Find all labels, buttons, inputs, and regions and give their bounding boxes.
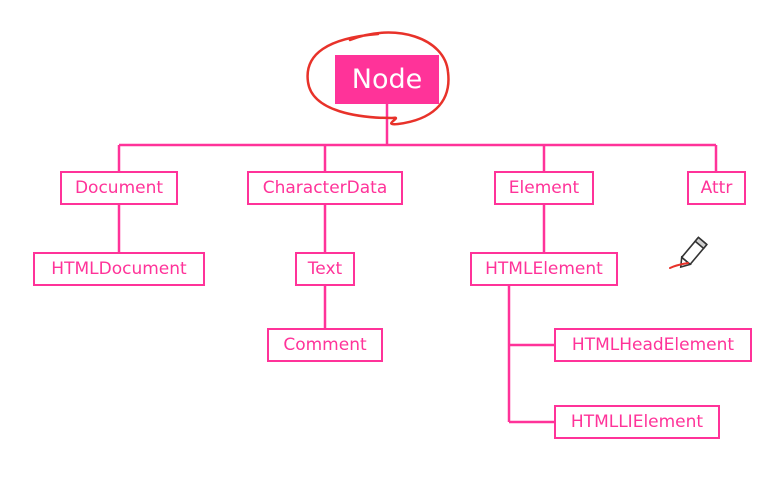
node-box-characterdata: CharacterData	[247, 171, 403, 205]
node-label: Text	[307, 259, 343, 279]
node-box-htmldocument: HTMLDocument	[33, 252, 205, 286]
node-box-document: Document	[60, 171, 178, 205]
node-label: HTMLHeadElement	[571, 335, 735, 355]
pen-cursor-icon	[669, 236, 708, 269]
node-box-node: Node	[335, 55, 439, 104]
node-label: Attr	[700, 178, 733, 198]
node-box-element: Element	[494, 171, 594, 205]
node-label: HTMLLIElement	[570, 412, 704, 432]
node-label: HTMLDocument	[51, 259, 187, 279]
node-label: Comment	[283, 335, 367, 355]
node-box-attr: Attr	[687, 171, 746, 205]
node-label: CharacterData	[262, 178, 388, 198]
node-label: Element	[508, 178, 580, 198]
node-label: Document	[74, 178, 164, 198]
node-box-htmlheadelement: HTMLHeadElement	[554, 328, 752, 362]
node-box-htmlelement: HTMLElement	[470, 252, 618, 286]
node-box-comment: Comment	[267, 328, 383, 362]
node-box-text: Text	[295, 252, 355, 286]
node-box-htmllielement: HTMLLIElement	[554, 405, 720, 439]
node-label: HTMLElement	[485, 259, 603, 279]
node-label: Node	[351, 64, 423, 95]
